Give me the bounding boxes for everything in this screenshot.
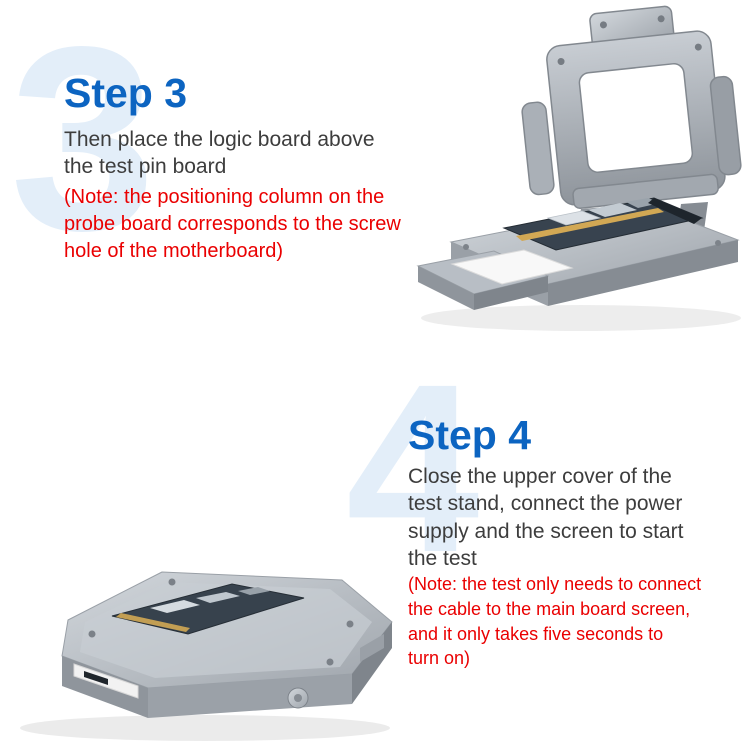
step4-description: Close the upper cover of the test stand,… [408,465,684,570]
step3-note: (Note: the positioning column on the pro… [64,186,401,262]
step3-title: Step 3 [64,70,188,116]
step4-note: (Note: the test only needs to connect th… [408,574,702,669]
open-test-stand-photo [416,5,742,331]
step3-description: Then place the logic board above the tes… [64,128,375,179]
closed-test-stand-photo [20,571,393,741]
step4-title: Step 4 [408,412,532,458]
step4-watermark-numeral: 4 [346,334,480,602]
step3-watermark-numeral: 3 [10,0,156,285]
